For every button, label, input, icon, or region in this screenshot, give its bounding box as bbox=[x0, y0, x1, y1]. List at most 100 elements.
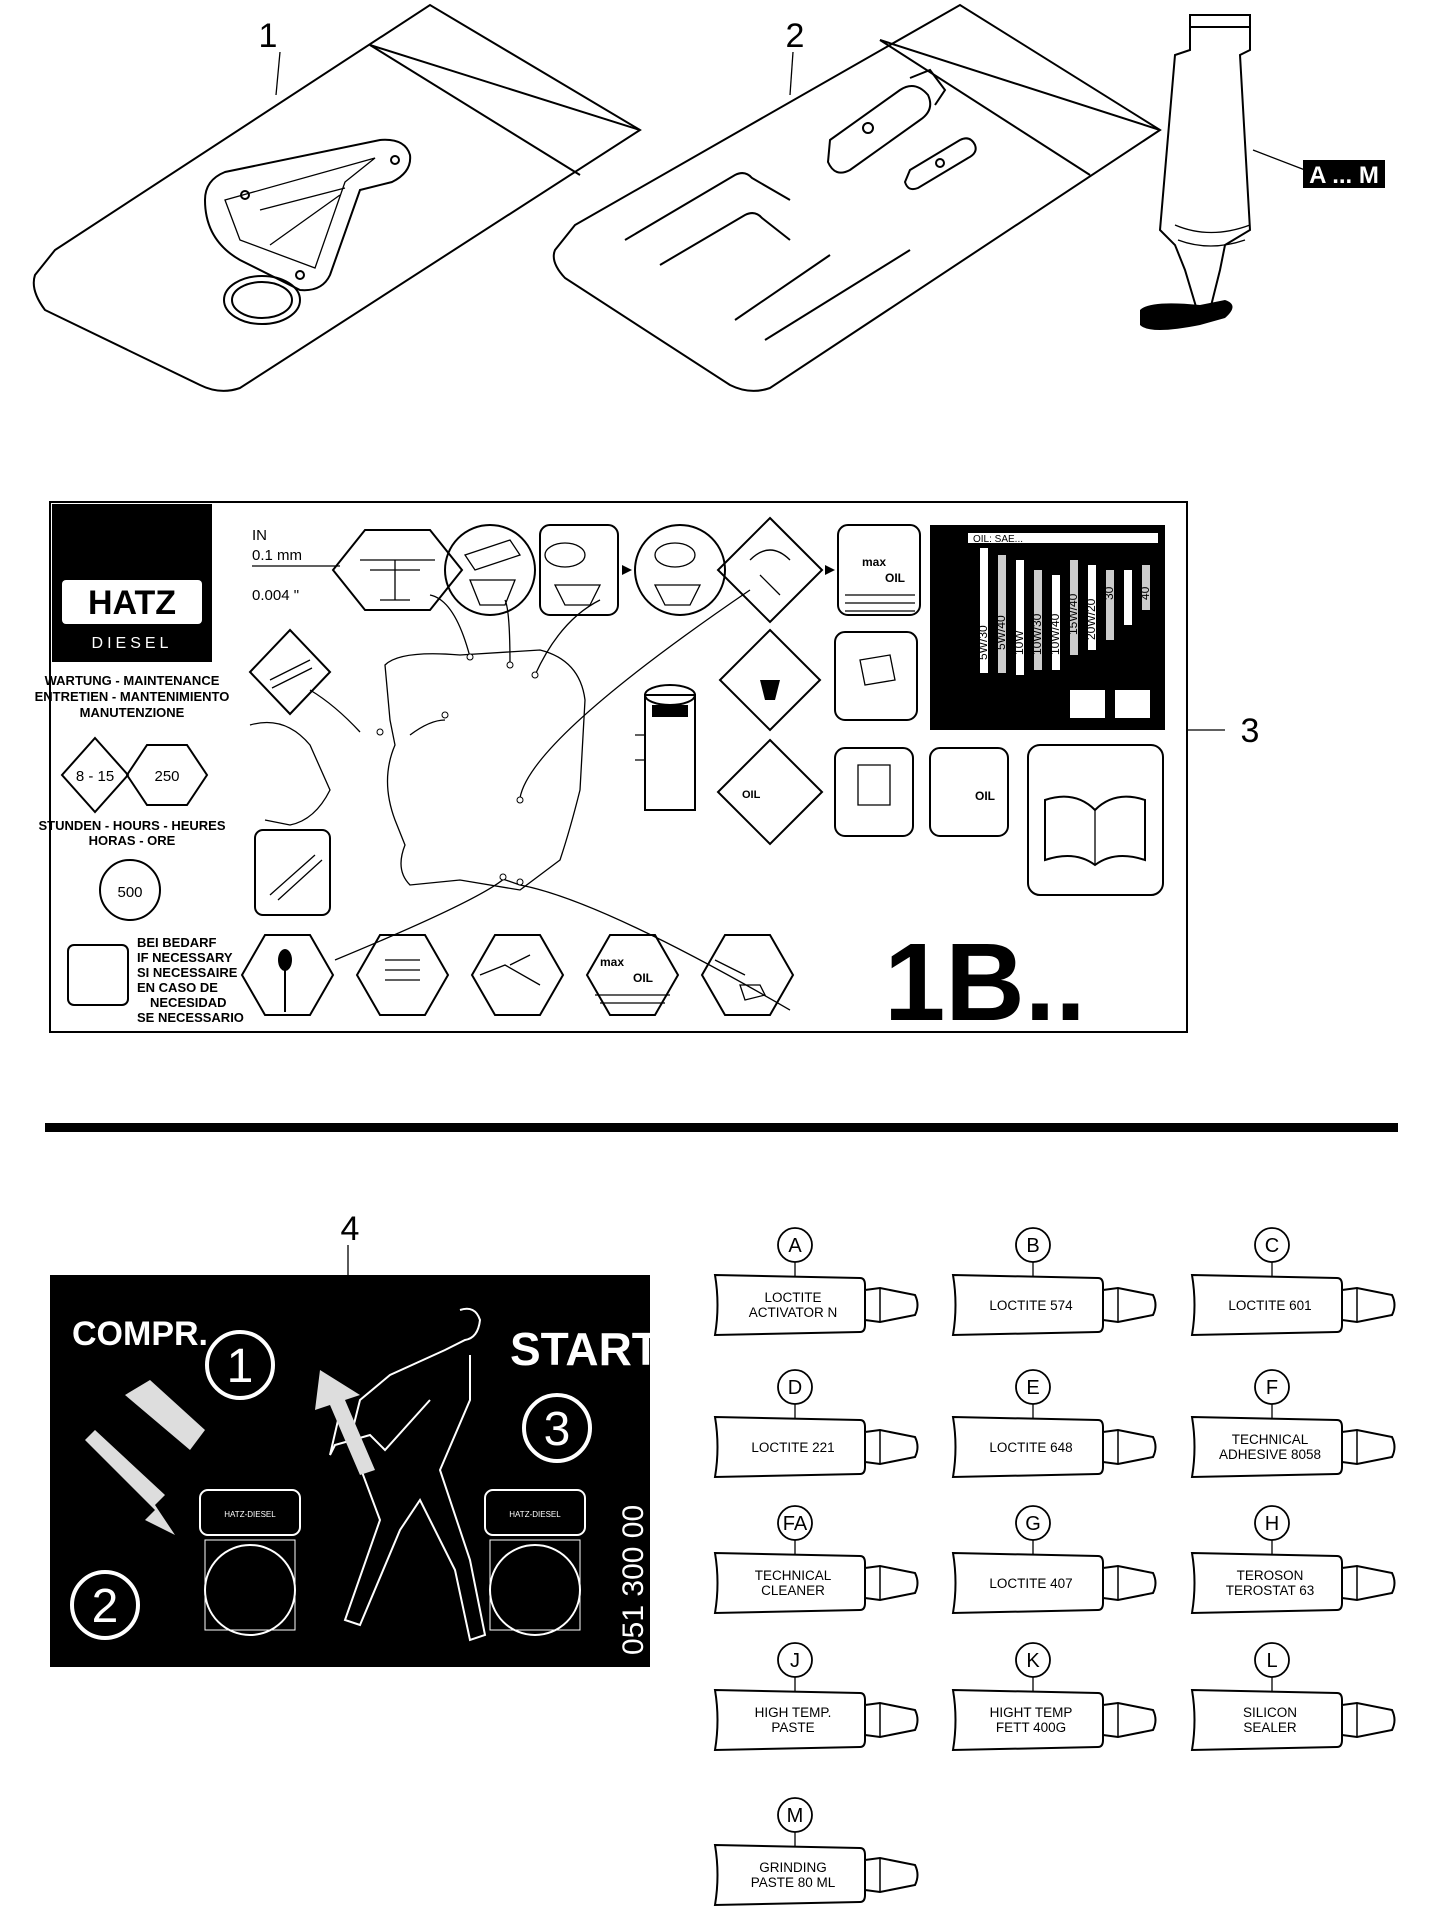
if-necessary-box bbox=[67, 944, 129, 1006]
tube-letter: F bbox=[1266, 1377, 1278, 1399]
tube-label-line: HIGH TEMP. bbox=[755, 1705, 832, 1720]
maintenance-line-1: WARTUNG - MAINTENANCE bbox=[45, 673, 220, 688]
engine-right-icon: HATZ-DIESEL bbox=[484, 1489, 586, 1636]
start-decal[interactable]: COMPR. 1 2 HATZ-DIESEL START 3 HATZ-DIES… bbox=[50, 1275, 660, 1667]
tube-nozzle bbox=[1102, 1564, 1157, 1602]
gasket-kit-bag[interactable] bbox=[32, 3, 642, 392]
oil-grade-5: 10W/40 bbox=[1048, 613, 1062, 655]
tube-label-line: LOCTITE 601 bbox=[1228, 1298, 1311, 1313]
tube-nozzle bbox=[1341, 1428, 1396, 1466]
tube-letter: D bbox=[788, 1377, 802, 1399]
gasket-icon bbox=[203, 138, 412, 292]
tube-nozzle bbox=[1341, 1701, 1396, 1739]
tube-c[interactable]: C LOCTITE 601 bbox=[1190, 1227, 1396, 1337]
air-filter-clean-icon bbox=[444, 524, 536, 616]
tube-letter: M bbox=[787, 1805, 804, 1827]
tube-label-line: ACTIVATOR N bbox=[749, 1305, 838, 1320]
callout-3: 3 bbox=[1241, 712, 1260, 750]
compr-arrow-icon bbox=[125, 1380, 205, 1450]
engine-outline bbox=[384, 649, 586, 891]
oil-pour-label: OIL bbox=[975, 789, 995, 803]
cooling-fins-icon bbox=[355, 934, 450, 1016]
engine-left-icon: HATZ-DIESEL bbox=[199, 1489, 301, 1636]
tube-nozzle bbox=[1102, 1286, 1157, 1324]
tube-nozzle bbox=[1102, 1428, 1157, 1466]
interval-hexagon: 250 bbox=[125, 744, 209, 806]
tube-letter: J bbox=[790, 1650, 800, 1672]
tube-label-line: PASTE 80 ML bbox=[751, 1875, 836, 1890]
oil-max-top: max bbox=[862, 555, 886, 569]
tube-nozzle bbox=[864, 1286, 919, 1324]
oil-viscosity-chart: OIL: SAE... 5W/30 5W/40 10W 10W/30 10W/4… bbox=[930, 525, 1165, 730]
valve-clearance-metric: 0.1 mm bbox=[252, 547, 302, 564]
tube-letter: L bbox=[1266, 1650, 1277, 1672]
oil-max-bottom: max bbox=[600, 955, 624, 969]
tube-nozzle bbox=[1341, 1286, 1396, 1324]
oil-can-icon bbox=[834, 747, 914, 837]
tube-body bbox=[1190, 1273, 1343, 1337]
tube-nozzle bbox=[864, 1701, 919, 1739]
model-code: 1B.. bbox=[884, 921, 1086, 1044]
sealant-tube-illustration[interactable] bbox=[1140, 14, 1306, 330]
oil-grade-7: 20W/20 bbox=[1084, 598, 1098, 640]
tube-nozzle bbox=[864, 1428, 919, 1466]
tube-letter: C bbox=[1265, 1235, 1279, 1257]
oil-pour-icon: OIL bbox=[929, 747, 1009, 837]
tube-label-line: LOCTITE 574 bbox=[989, 1298, 1073, 1313]
brush-clean-icon bbox=[248, 628, 332, 716]
tube-body bbox=[951, 1273, 1104, 1337]
tube-b[interactable]: B LOCTITE 574 bbox=[951, 1227, 1157, 1337]
tube-letter: B bbox=[1026, 1235, 1039, 1257]
tube-letter: K bbox=[1026, 1650, 1040, 1672]
oil-grade-3: 10W bbox=[1012, 630, 1026, 655]
valve-adjust-icon bbox=[331, 529, 464, 611]
oil-grade-1: 5W/30 bbox=[976, 625, 990, 660]
up-arrow-icon bbox=[315, 1370, 375, 1475]
tube-range-label: A ... M bbox=[1309, 162, 1379, 189]
hex-key-icon bbox=[624, 172, 791, 266]
start-label: START bbox=[510, 1323, 660, 1375]
if-necessary-4: EN CASO DE bbox=[137, 980, 218, 995]
tube-label-line: LOCTITE bbox=[764, 1290, 821, 1305]
tube-label-line: SEALER bbox=[1243, 1720, 1297, 1735]
tube-body bbox=[1190, 1551, 1343, 1615]
if-necessary-1: BEI BEDARF bbox=[137, 935, 217, 950]
fuel-filter-icon bbox=[635, 684, 696, 811]
tool-kit-bag[interactable] bbox=[552, 3, 1162, 392]
tube-body bbox=[713, 1688, 866, 1752]
if-necessary-5: NECESIDAD bbox=[150, 995, 227, 1010]
fuel-drain-icon bbox=[834, 631, 918, 721]
injector-icon bbox=[240, 934, 335, 1016]
step-3: 3 bbox=[544, 1403, 571, 1456]
part-number: 051 300 00 bbox=[617, 1505, 650, 1655]
hours-label-1: STUNDEN - HOURS - HEURES bbox=[38, 818, 225, 833]
if-necessary-3: SI NECESSAIRE bbox=[137, 965, 238, 980]
tube-body bbox=[713, 1415, 866, 1479]
hatz-brand: HATZ bbox=[88, 584, 176, 622]
socket-wrench-icon bbox=[826, 68, 947, 174]
compr-label: COMPR. bbox=[72, 1315, 208, 1353]
interval-circle: 500 bbox=[99, 859, 161, 921]
tube-body bbox=[1190, 1415, 1343, 1479]
oil-level-check-icon bbox=[716, 516, 824, 624]
hatz-brand-sub: DIESEL bbox=[92, 635, 173, 652]
tube-label-line: FETT 400G bbox=[996, 1720, 1066, 1735]
tube-letter: E bbox=[1026, 1377, 1039, 1399]
tube-range-badge bbox=[1303, 160, 1385, 188]
tube-label-line: TEROSTAT 63 bbox=[1226, 1583, 1315, 1598]
interval-8-15: 8 - 15 bbox=[76, 768, 114, 785]
tube-label-line: HIGHT TEMP bbox=[990, 1705, 1073, 1720]
tube-letter: H bbox=[1265, 1513, 1279, 1535]
maintenance-decal[interactable]: HATZ DIESEL WARTUNG - MAINTENANCE ENTRET… bbox=[35, 501, 1225, 1044]
